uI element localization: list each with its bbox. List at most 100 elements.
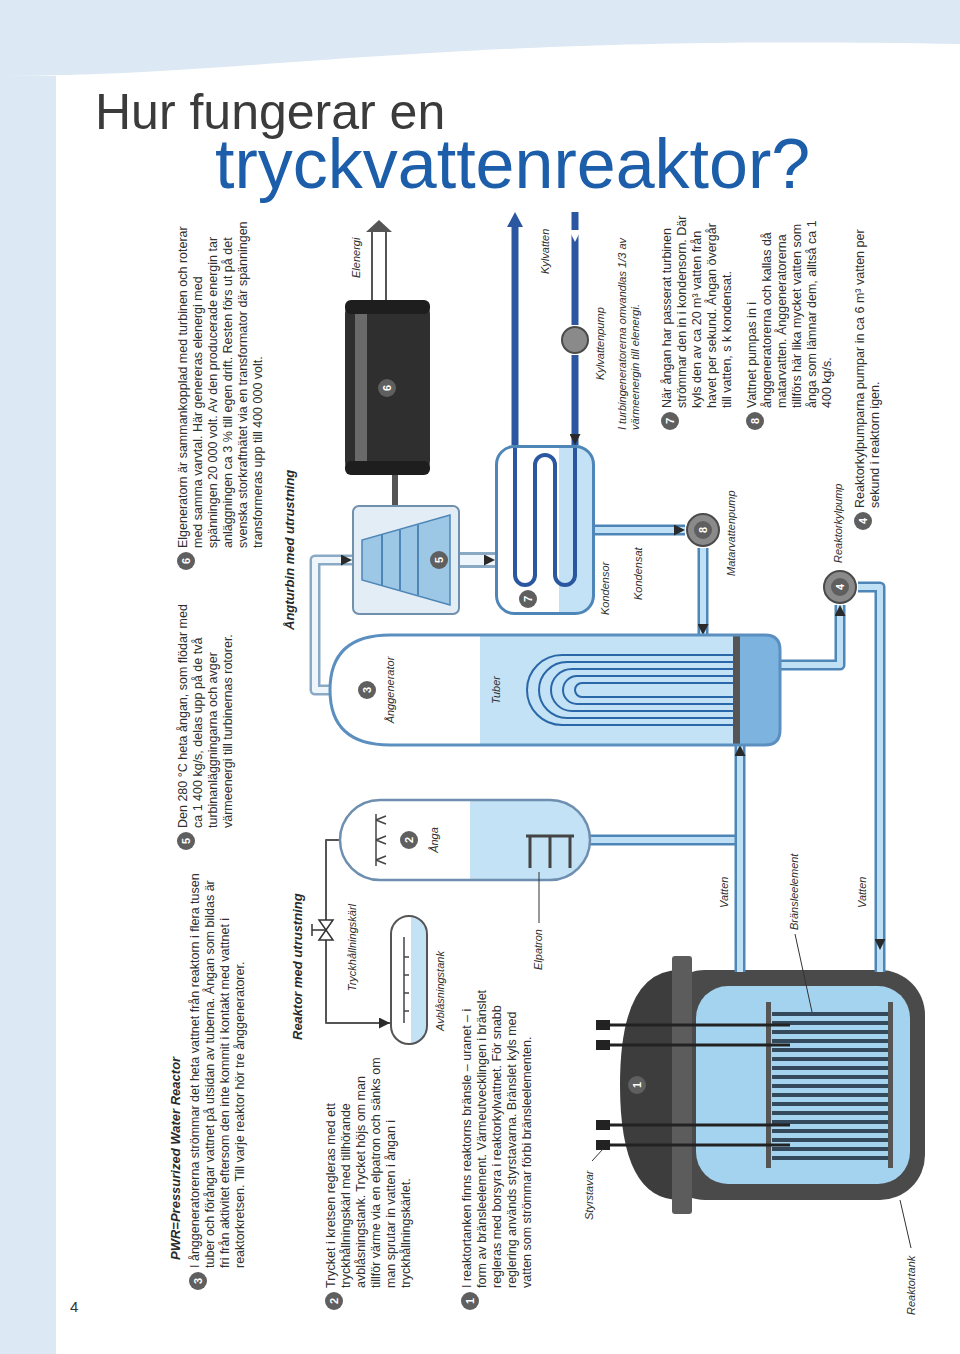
drawing-part (551, 669, 733, 711)
drawing-part (592, 1149, 603, 1161)
drawing-part (470, 800, 590, 880)
drawing-part (575, 683, 733, 697)
callout-number: 3 (189, 1272, 207, 1290)
drawing-part (610, 1024, 790, 1027)
arrow-head (703, 548, 704, 635)
callout-number: 5 (177, 832, 195, 850)
steam-generator: 3ÅnggeneratorTuber (330, 635, 780, 745)
drawing-part (888, 1002, 893, 1168)
drawing-part (772, 1057, 888, 1061)
pipe-line (460, 555, 495, 565)
pipe-label: Kondensat (632, 545, 645, 602)
drawing-part (772, 1129, 888, 1133)
drawing-part (480, 635, 735, 745)
drawing-part (660, 970, 925, 1200)
drawing-part (526, 836, 574, 868)
callout-number: 6 (177, 552, 195, 570)
callout-number: 7 (661, 412, 679, 430)
arrow-head (395, 475, 396, 505)
drawing-part (539, 872, 540, 923)
drawing-part (590, 837, 737, 843)
part-label: Kylvatten (539, 229, 552, 274)
drawing-part (772, 1102, 888, 1106)
drawing-part (772, 1111, 888, 1115)
drawing-part (772, 1048, 888, 1052)
pipe-line (572, 355, 579, 445)
part-label: Reaktortank (905, 1256, 918, 1315)
drawing-part (824, 571, 856, 603)
callout-number: 2 (325, 1292, 343, 1310)
drawing-part (772, 1147, 888, 1151)
pipe-connector (460, 560, 495, 561)
paragraph-text: När ångan har passerat turbinen strömmar… (660, 210, 735, 408)
pipe-connector (740, 745, 741, 950)
paragraph-text: I ånggeneratorerna strömmar det heta vat… (188, 868, 248, 1268)
drawing-part (404, 937, 409, 1023)
drawing-part (772, 1012, 888, 1016)
drawing-part (766, 1002, 771, 1168)
arrow-head (575, 355, 576, 445)
feedwater-pump: 8Matarvattenpump (685, 512, 721, 548)
drawing-part (507, 212, 523, 227)
drawing-part (740, 635, 780, 745)
drawing-part (572, 212, 579, 325)
part-label: Ånga (428, 782, 441, 898)
drawing-part (620, 970, 680, 1200)
reactor-vessel-shape (620, 950, 925, 1220)
pipe-line (595, 527, 685, 533)
blowdown-tank: Avblåsningstank (390, 915, 428, 1045)
pipe-connector (395, 475, 396, 505)
drawing-part (696, 986, 910, 1184)
callout-number: 3 (358, 681, 376, 699)
pipe-connector (780, 605, 840, 665)
callout-number: 6 (378, 379, 396, 397)
callout-number: 1 (628, 1076, 646, 1094)
drawing-part (877, 950, 883, 972)
paragraph-text: I reaktortanken finns reaktorns bränsle … (460, 988, 535, 1288)
part-label: Elpatron (532, 929, 545, 970)
callout-number: 8 (746, 412, 764, 430)
drawing-part (772, 1120, 888, 1124)
note-text: I turbingeneratorerna omvandlas 1/3 av v… (616, 210, 642, 430)
drawing-part (512, 226, 519, 445)
pipe-connector (595, 530, 685, 531)
paragraph-text: Vattnet pumpas in i ånggeneratorerna och… (745, 210, 835, 408)
callout-number: 7 (519, 590, 537, 608)
condenser-shape (495, 445, 595, 615)
drawing-part (366, 220, 392, 232)
drawing-part (772, 1093, 888, 1097)
coolant-pump: 4Reaktorkylpump (822, 569, 858, 605)
drawing-part (340, 800, 590, 880)
part-label: Ånggenerator (384, 635, 397, 745)
part-label: Tryckhållningskärl (346, 904, 359, 991)
pressurizer: Tryckhållningskärl2Ånga (340, 782, 590, 898)
drawing-part (610, 1044, 790, 1047)
drawing-part: Ånga (428, 827, 440, 853)
drawing-part (900, 1200, 911, 1248)
drawing-part (772, 1156, 888, 1160)
drawing-part (875, 950, 886, 972)
drawing-part (385, 232, 387, 300)
section-heading: Ångturbin med utrustning (282, 470, 297, 630)
drawing-part (737, 950, 743, 972)
drawing-part (382, 525, 418, 595)
drawing-part (371, 232, 373, 300)
header-band (0, 0, 960, 76)
arrow-head (460, 560, 495, 561)
condenser: 7Kondensor (495, 445, 595, 615)
drawing-part (539, 662, 733, 718)
drawing-part (610, 1144, 790, 1147)
drawing-part (672, 956, 692, 1214)
side-band (0, 76, 56, 1354)
drawing-part (590, 835, 737, 846)
pipe-line (595, 525, 685, 536)
part-label: Bränsleelement (788, 854, 801, 930)
drawing-part (772, 1084, 888, 1088)
drawing-part (569, 230, 581, 242)
callout-number: 1 (461, 1292, 479, 1310)
callout-number: 8 (694, 521, 712, 539)
pipe-line (460, 552, 495, 568)
drawing-part (563, 676, 733, 704)
pipe-line (780, 605, 840, 665)
pipe-line (700, 548, 706, 635)
